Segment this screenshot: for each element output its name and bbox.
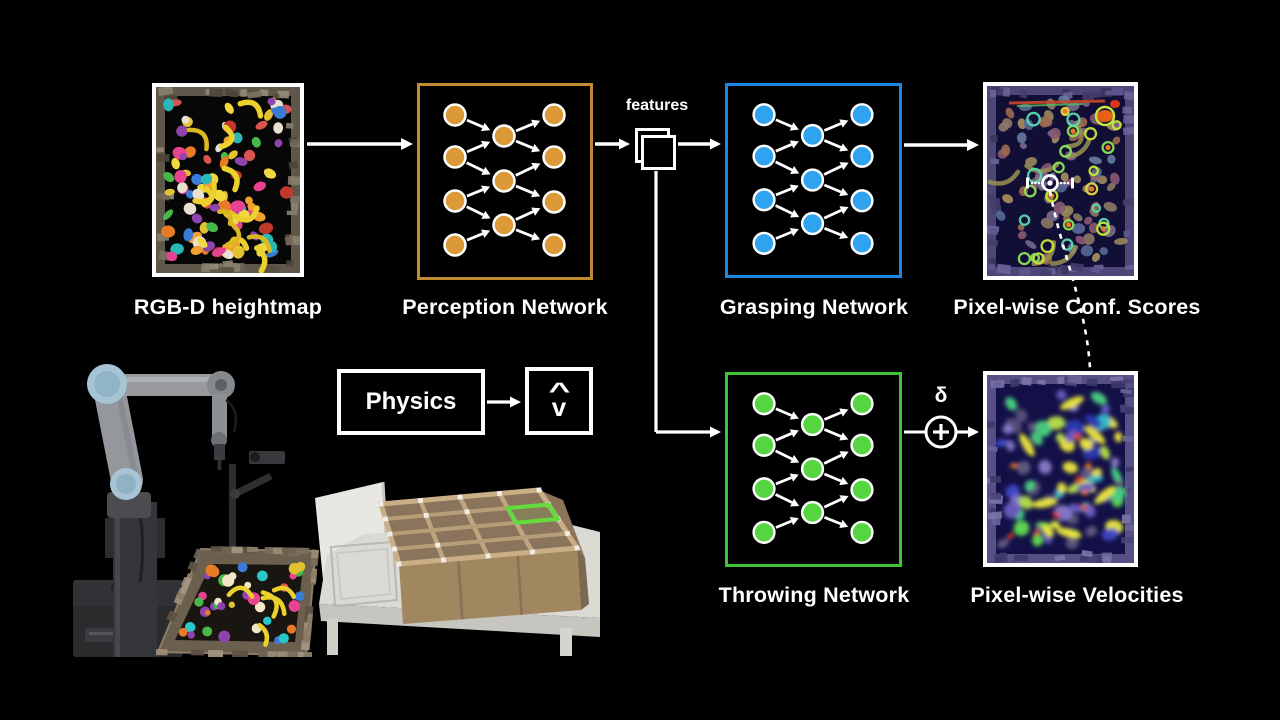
robot-arm — [87, 364, 237, 657]
throwing-network-diagram — [752, 392, 874, 544]
perception-label: Perception Network — [402, 295, 608, 319]
velocities-label: Pixel-wise Velocities — [970, 583, 1184, 607]
velocity-estimate-box: ^v — [525, 367, 593, 435]
feature-maps-front-icon — [641, 135, 676, 170]
objects-bin — [156, 546, 320, 657]
rgbd-heightmap-image — [152, 83, 305, 277]
heightmap-label: RGB-D heightmap — [133, 295, 323, 319]
conf-scores-label: Pixel-wise Conf. Scores — [953, 295, 1201, 319]
throwing-label: Throwing Network — [718, 583, 910, 607]
features-label: features — [625, 97, 689, 114]
grasping-label: Grasping Network — [719, 295, 909, 319]
perception-network-box — [417, 83, 593, 280]
conf-scores-image — [983, 82, 1141, 280]
physics-label: Physics — [365, 388, 457, 415]
grasping-network-diagram — [752, 103, 874, 255]
throwing-network-box — [725, 372, 902, 567]
grasping-network-box — [725, 83, 902, 278]
v-hat-label: ^v — [548, 378, 570, 422]
workspace-photo — [73, 364, 600, 657]
green-target-cell — [505, 502, 560, 525]
velocities-image — [983, 371, 1139, 567]
plus-circle — [924, 415, 958, 449]
perception-network-diagram — [443, 103, 566, 257]
boxes-grid — [377, 487, 589, 624]
physics-box: Physics — [337, 369, 485, 435]
delta-label: δ — [934, 384, 948, 407]
camera-tripod — [229, 451, 285, 560]
grasp-target-crosshair — [1026, 174, 1074, 192]
